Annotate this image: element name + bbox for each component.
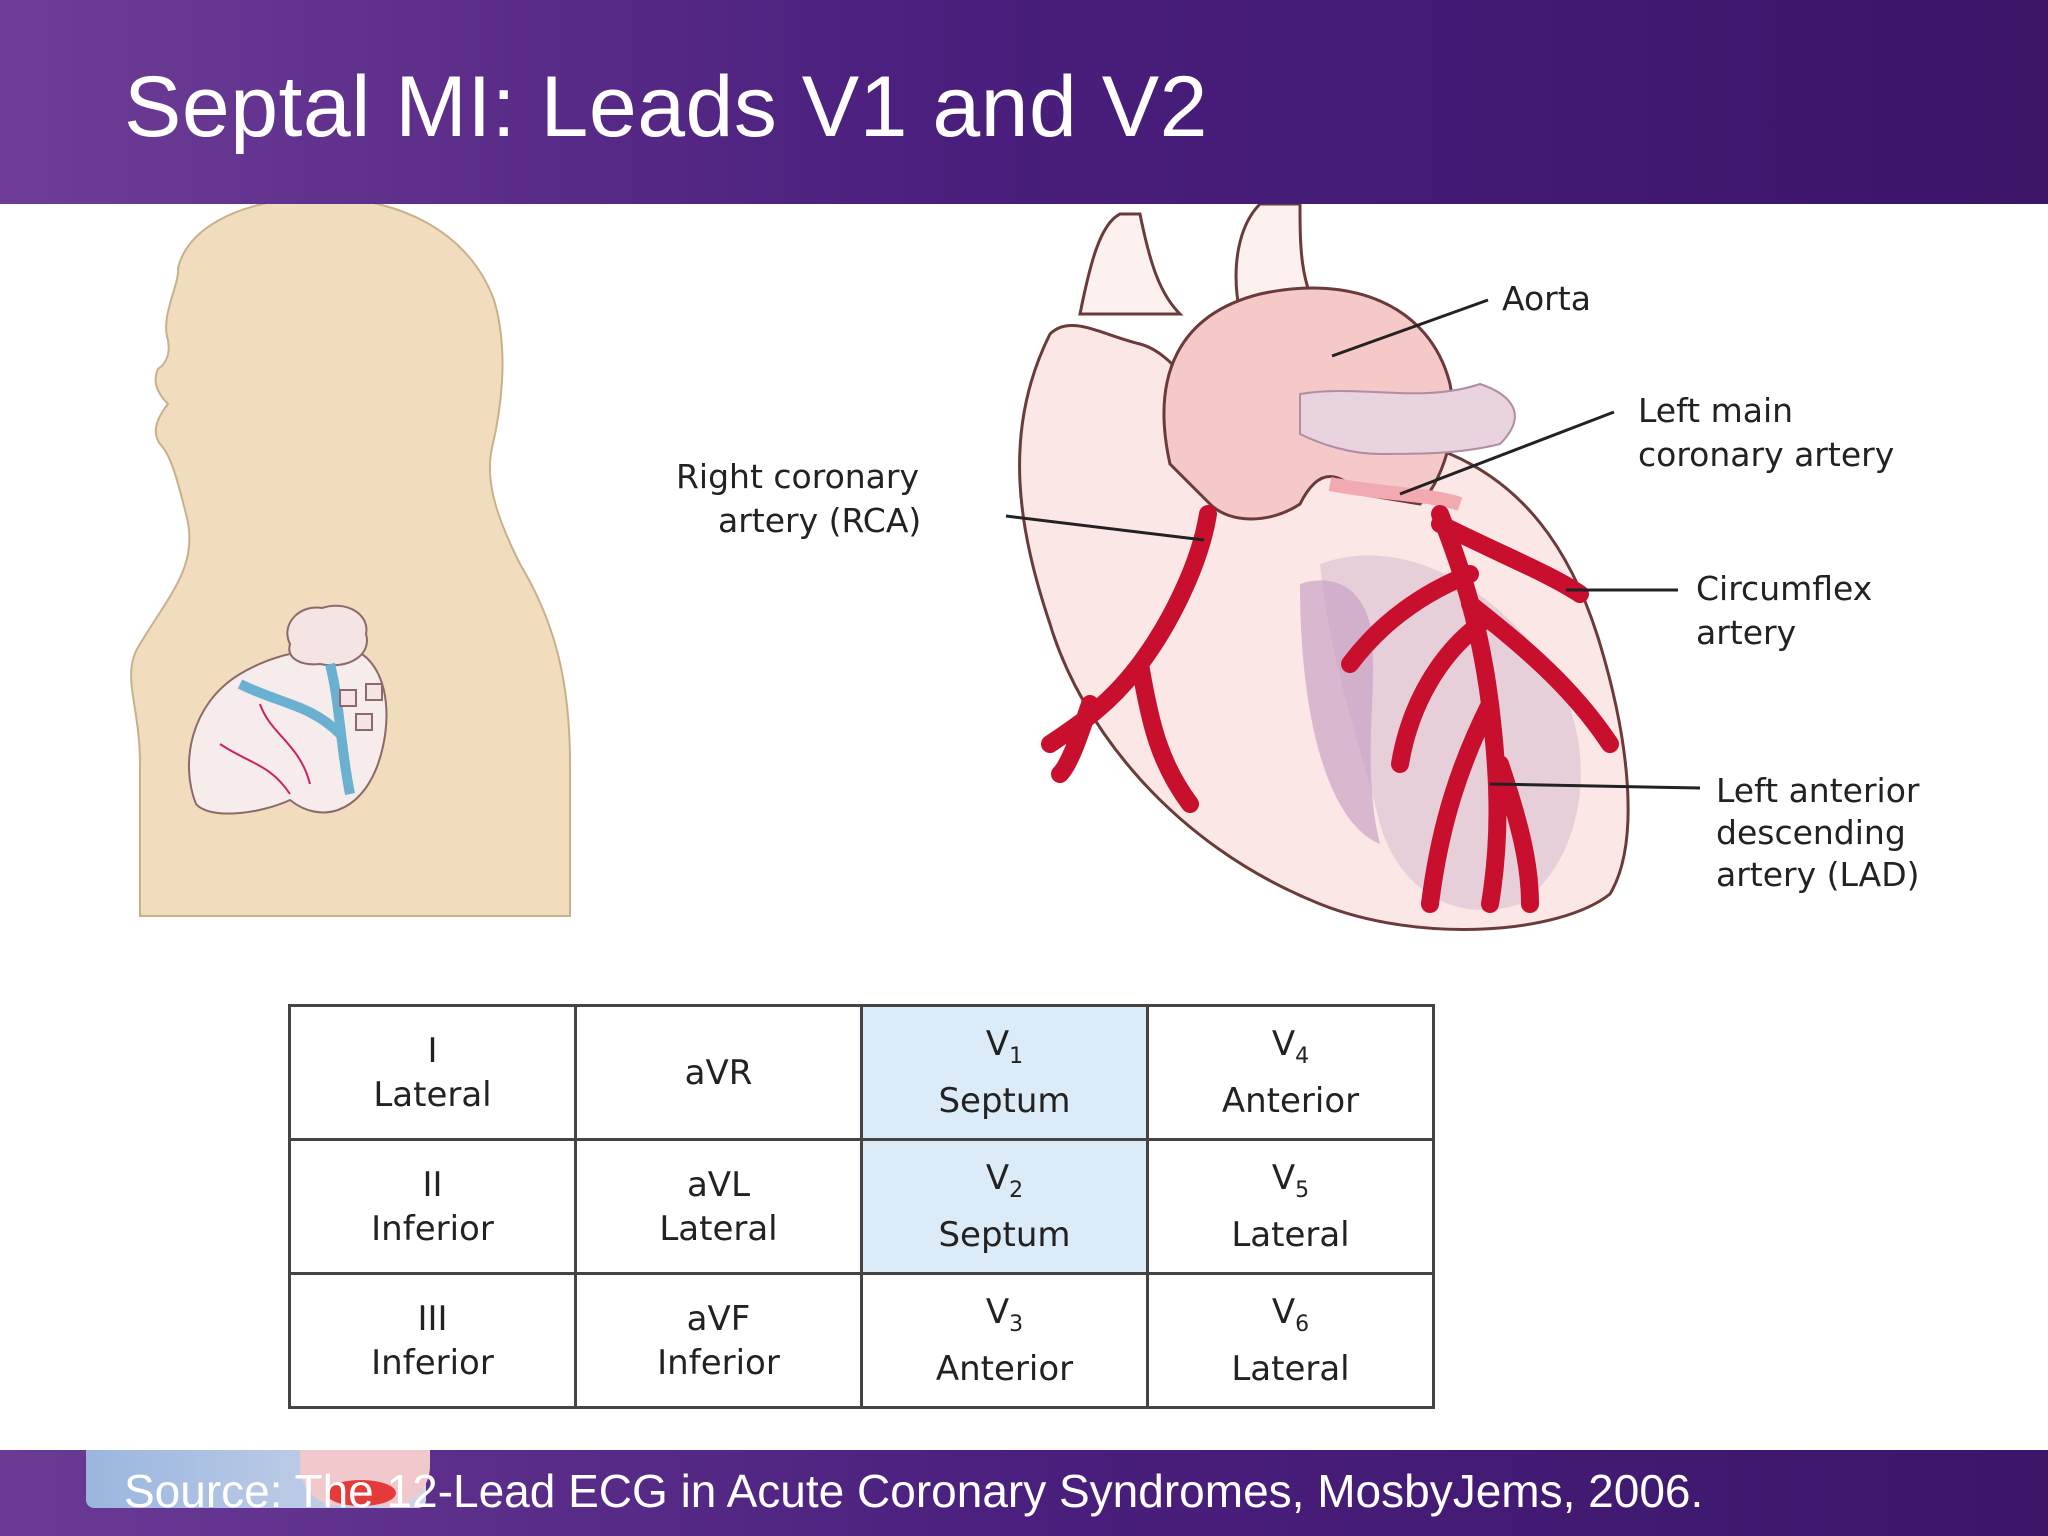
small-heart xyxy=(188,604,388,815)
label-lad-1: Left anterior xyxy=(1716,771,1920,810)
large-heart xyxy=(1018,204,1630,931)
label-left-main-1: Left main xyxy=(1638,391,1793,430)
label-rca-2: artery (RCA) xyxy=(718,501,921,540)
footer-bar: Source: The 12-Lead ECG in Acute Coronar… xyxy=(0,1450,2048,1536)
source-citation: Source: The 12-Lead ECG in Acute Coronar… xyxy=(124,1465,1704,1517)
title-bar: Septal MI: Leads V1 and V2 xyxy=(0,0,2048,204)
heart-illustration: Aorta Left main coronary artery Right co… xyxy=(130,204,1920,931)
label-aorta: Aorta xyxy=(1502,279,1591,318)
rca-vessel xyxy=(1041,505,1217,813)
label-lad-2: descending xyxy=(1716,813,1906,852)
label-circumflex-2: artery xyxy=(1696,613,1796,652)
label-lad-3: artery (LAD) xyxy=(1716,855,1920,894)
slide-title: Septal MI: Leads V1 and V2 xyxy=(124,59,1208,155)
footer-decoration xyxy=(326,1480,396,1506)
label-rca-1: Right coronary xyxy=(676,457,919,496)
label-left-main-2: coronary artery xyxy=(1638,435,1894,474)
circumflex-vessel xyxy=(1431,515,1619,753)
label-circumflex-1: Circumflex xyxy=(1696,569,1872,608)
lead-cell-avr: aVR xyxy=(574,1004,863,1141)
leader-lines xyxy=(1005,298,1701,790)
torso-silhouette xyxy=(130,204,571,917)
lad-vessel xyxy=(1341,505,1539,913)
